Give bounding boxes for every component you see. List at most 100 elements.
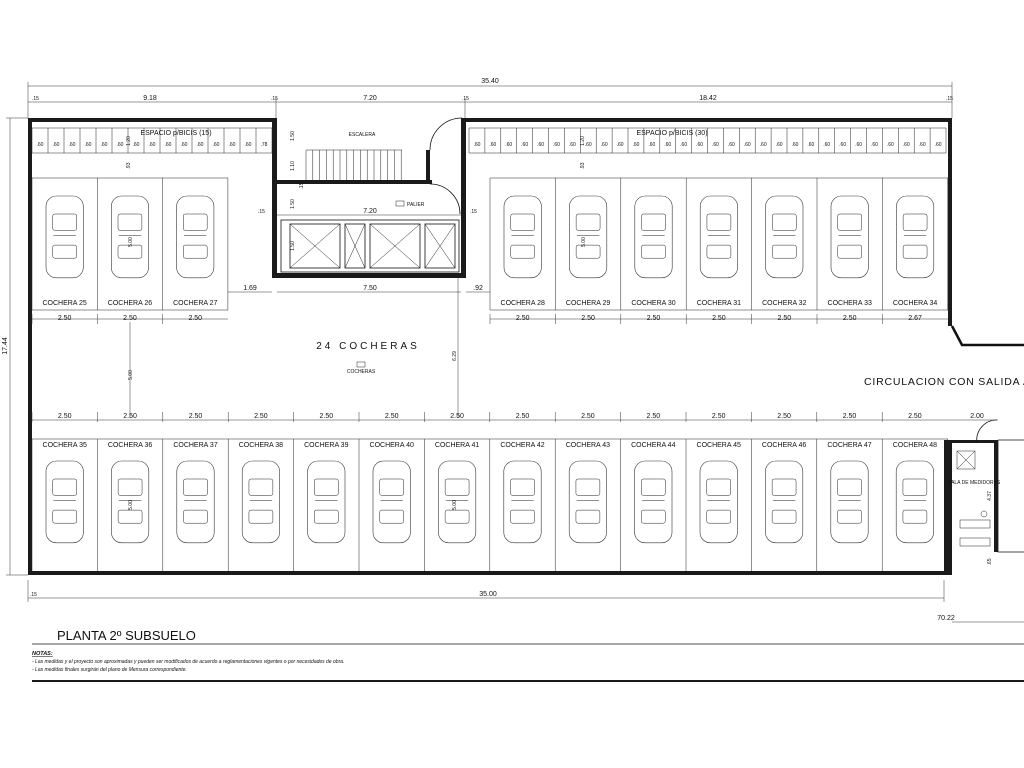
stair-treads (305, 150, 402, 180)
dim-bike-width: .60 (229, 142, 236, 148)
dim-stall-width: 2.50 (385, 413, 399, 420)
dim-overall-height: 17.44 (2, 337, 9, 355)
stair-tag: PALIER (407, 202, 425, 208)
dim-bike-width: .60 (680, 142, 687, 148)
car-symbol (45, 195, 84, 279)
stall-label: COCHERA 41 (435, 442, 479, 449)
dim-bike-width: .60 (807, 142, 814, 148)
dim-stair-mid: 1.10 (290, 161, 296, 171)
stall-label: COCHERA 27 (173, 300, 217, 307)
dim-overall-top: 35.40 (481, 78, 499, 85)
stall-label: COCHERA 43 (566, 442, 610, 449)
dim-utility-small: .65 (987, 558, 993, 565)
utility-tag: SALA DE MEDIDORES (948, 480, 1001, 486)
dim-bike-width: .60 (569, 142, 576, 148)
dim-stall-width: 2.50 (581, 315, 595, 322)
stall-label: COCHERA 34 (893, 300, 937, 307)
total-spaces-label: 24 COCHERAS (316, 341, 420, 352)
dim-bike-width: .60 (664, 142, 671, 148)
car-symbol (830, 460, 869, 544)
car-symbol (699, 195, 738, 279)
bike-space-right: .60 .60 .60 .60 .60 .60 .60 .60 .60 .60 .60 .60 .60.… (468, 127, 947, 169)
dim-stall-width: 2.50 (58, 315, 72, 322)
car-symbol (372, 460, 411, 544)
bike-space-left: .60.60.60.60.60.60.60.60.60.60.60.60.60.… (31, 127, 273, 169)
dim-bike-width: .60 (935, 142, 942, 148)
dim-stall-width: 2.50 (581, 413, 595, 420)
stairs-label: ESCALERA (349, 132, 376, 138)
dim-core-right-wall: .15 (470, 209, 477, 215)
center-tag: COCHERAS (347, 369, 376, 375)
dim-bike-width: .60 (133, 142, 140, 148)
stall-label: COCHERA 38 (239, 442, 283, 449)
dim-wall-1: .15 (32, 96, 39, 102)
aisle: 24 COCHERAS COCHERAS 5.00 6.29 CIRCULACI… (128, 278, 1024, 418)
dim-stall-depth-left: 5.00 (128, 237, 134, 247)
dim-stall-width: 2.50 (319, 413, 333, 420)
stall-label: COCHERA 26 (108, 300, 152, 307)
dim-bottom-depth-1: 5.00 (128, 500, 134, 510)
dim-bike-width: .60 (117, 142, 124, 148)
circulation-label: CIRCULACION CON SALIDA A (864, 376, 1024, 388)
dim-stall-width: 2.50 (516, 413, 530, 420)
dim-stall-width: 2.50 (712, 315, 726, 322)
dim-stall-width: 2.50 (843, 413, 857, 420)
stall-label: COCHERA 47 (827, 442, 871, 449)
dim-bike-width: .78 (261, 142, 268, 148)
dim-core-left-wall: .15 (258, 209, 265, 215)
dim-wall-4: .15 (946, 96, 953, 102)
stall-label: COCHERA 44 (631, 442, 675, 449)
dim-bike-width: .60 (585, 142, 592, 148)
dim-stall-width: 2.50 (843, 315, 857, 322)
dim-bike-width: .60 (101, 142, 108, 148)
dim-bike-width: .60 (473, 142, 480, 148)
car-symbol (896, 195, 935, 279)
car-symbol (307, 460, 346, 544)
dim-aisle-right: 6.29 (452, 351, 458, 361)
stall-label: COCHERA 46 (762, 442, 806, 449)
car-symbol (503, 460, 542, 544)
notes-line-2: - Las medidas finales surgirán del plano… (32, 667, 187, 673)
dim-corner: 70.22 (937, 615, 955, 622)
dim-core-inner: 7.20 (363, 208, 377, 215)
dim-bike-width: .60 (53, 142, 60, 148)
dim-bike-width: .60 (489, 142, 496, 148)
dim-bike-width: .60 (537, 142, 544, 148)
dim-core-bottom: 7.50 (363, 285, 377, 292)
dim-core-gap: 1.50 (290, 199, 296, 209)
car-symbol (699, 460, 738, 544)
dim-bike-width: .60 (728, 142, 735, 148)
dim-stall-width: 2.50 (123, 315, 137, 322)
dim-seg-mid: 7.20 (363, 95, 377, 102)
stall-label: COCHERA 31 (697, 300, 741, 307)
stall-label: COCHERA 32 (762, 300, 806, 307)
stall-label: COCHERA 48 (893, 442, 937, 449)
dim-bike-width: .60 (791, 142, 798, 148)
dim-bike-width: .60 (521, 142, 528, 148)
dim-right-gap: .92 (473, 285, 483, 292)
car-symbol (45, 460, 84, 544)
bottom-dimension: 35.00 .15 70.22 (27, 580, 1024, 623)
dim-stall-width: 2.50 (908, 413, 922, 420)
dim-bike-depth-left: 1.20 (126, 136, 132, 146)
notes-header: NOTAS: (32, 651, 53, 657)
bike-label-left: ESPACIO p/BICIS (15) (140, 130, 211, 137)
utility-room: 2.00 SALA DE MEDIDORES 4.37 .65 (948, 413, 1001, 575)
dim-stall-width: 2.50 (189, 413, 203, 420)
dim-stair-top: 1.50 (290, 131, 296, 141)
car-symbol (765, 460, 804, 544)
stall-label: COCHERA 39 (304, 442, 348, 449)
dim-wall-2: .15 (271, 96, 278, 102)
dim-stall-width: 2.50 (123, 413, 137, 420)
dim-bike-width: .60 (696, 142, 703, 148)
car-symbol (634, 195, 673, 279)
dim-bike-width: .60 (744, 142, 751, 148)
dim-stall-width: 2.50 (777, 315, 791, 322)
dim-core-wall: .15 (299, 182, 305, 189)
dim-bottom-depth-2: 5.00 (452, 500, 458, 510)
dim-stall-width: 2.50 (646, 413, 660, 420)
dim-spacing-left: .93 (126, 162, 132, 169)
dim-bike-width: .60 (776, 142, 783, 148)
